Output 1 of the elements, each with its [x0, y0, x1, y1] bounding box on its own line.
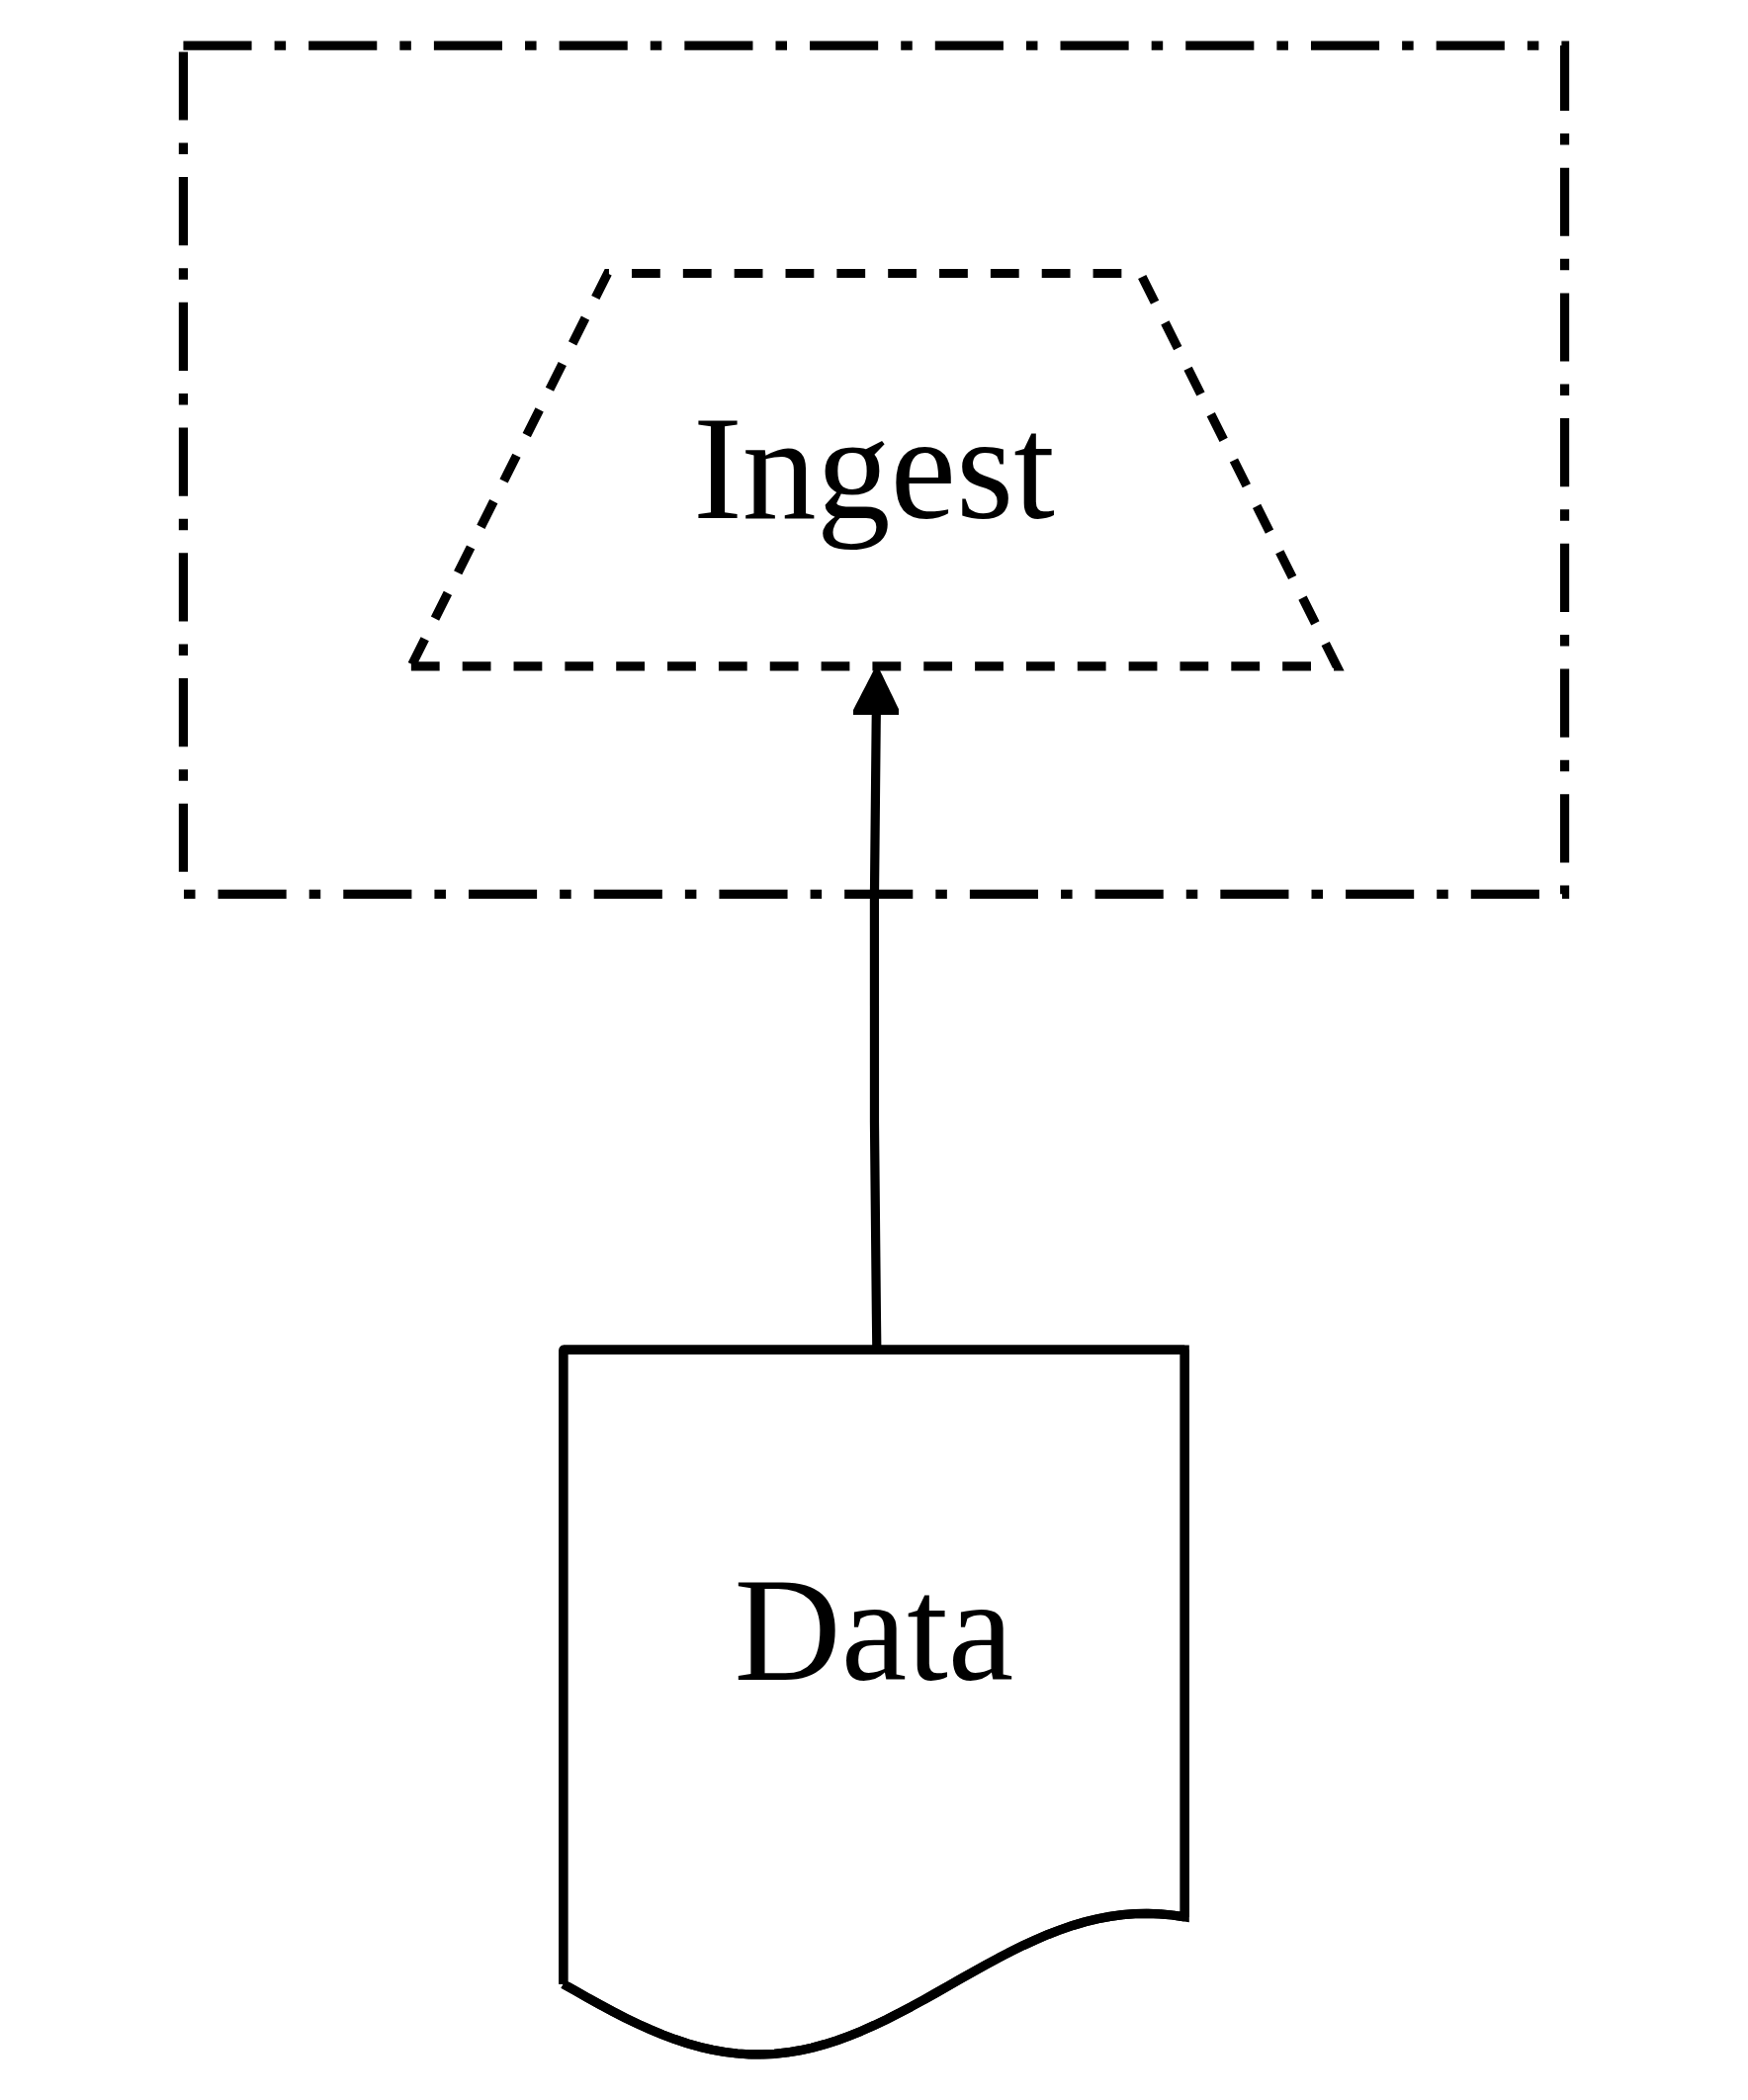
cluster — [178, 41, 1570, 899]
